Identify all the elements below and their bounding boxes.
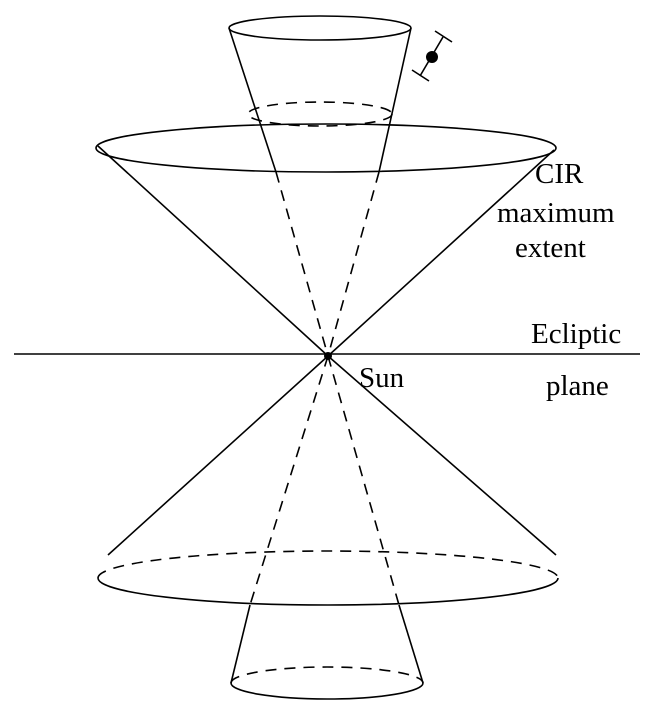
lower-cir-cone (97, 355, 559, 606)
lower-narrow-cone-rim-front (230, 682, 424, 700)
lower-cir-cone-right-edge (327, 355, 557, 556)
upper-cir-cone-rim (95, 123, 557, 173)
ecliptic-label: Ecliptic (531, 318, 621, 350)
upper-cir-cone-right-edge (327, 149, 555, 357)
plane-label: plane (546, 370, 609, 402)
upper-narrow-cone-top (228, 15, 412, 41)
lower-narrow-cone-rim-back (230, 666, 424, 684)
upper-cir-cone (95, 123, 557, 357)
extent-label: extent (515, 232, 586, 264)
lower-narrow-cone-left-edge (230, 604, 251, 684)
upper-narrow-cone (228, 15, 412, 357)
upper-cir-cone-left-edge (97, 145, 329, 357)
upper-narrow-cone-right-edge-hidden (327, 171, 380, 357)
upper-narrow-cone-left-edge-hidden (275, 171, 329, 357)
lower-narrow-cone-left-edge-hidden (249, 355, 329, 606)
lower-narrow-cone-right-edge-hidden (327, 355, 400, 606)
upper-narrow-cone-left-edge (228, 27, 277, 173)
lower-cir-cone-rim-back (97, 550, 559, 579)
cir-label: CIR (535, 158, 584, 190)
upper-narrow-cone-hidden-ring (247, 101, 393, 127)
lower-narrow-cone (230, 355, 424, 700)
sun-label: Sun (359, 362, 405, 394)
lower-narrow-cone-right-edge (398, 604, 424, 684)
lower-cir-cone-rim-front (97, 577, 559, 606)
lower-cir-cone-left-edge (107, 355, 329, 556)
maximum-label: maximum (497, 197, 615, 229)
upper-narrow-cone-right-edge (378, 27, 412, 173)
spacecraft-icon (411, 30, 453, 82)
